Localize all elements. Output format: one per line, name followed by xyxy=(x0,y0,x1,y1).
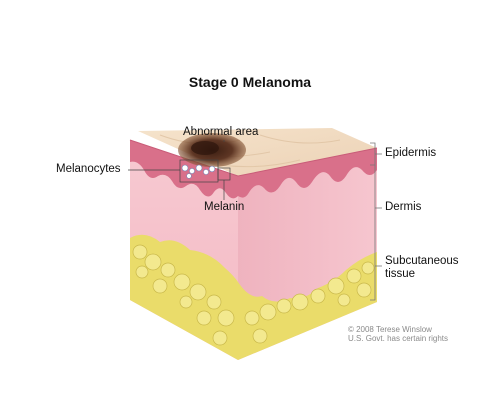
diagram-title: Stage 0 Melanoma xyxy=(188,74,312,90)
copyright-credit: © 2008 Terese Winslow U.S. Govt. has cer… xyxy=(348,325,448,343)
epidermis-side xyxy=(238,148,377,198)
label-melanocytes: Melanocytes xyxy=(56,163,121,175)
melanocytes-cluster xyxy=(181,164,216,179)
label-dermis: Dermis xyxy=(385,201,422,213)
subcutaneous-bracket xyxy=(370,252,376,301)
label-subcutaneous-line1: Subcutaneous xyxy=(385,255,459,267)
credit-line2: U.S. Govt. has certain rights xyxy=(347,334,448,343)
credit-line1: © 2008 Terese Winslow xyxy=(347,325,432,334)
label-epidermis: Epidermis xyxy=(385,147,437,159)
label-melanin: Melanin xyxy=(204,201,245,213)
label-subcutaneous-line2: tissue xyxy=(385,268,416,280)
label-abnormal-area: Abnormal area xyxy=(183,126,259,138)
fat-side xyxy=(238,252,377,360)
